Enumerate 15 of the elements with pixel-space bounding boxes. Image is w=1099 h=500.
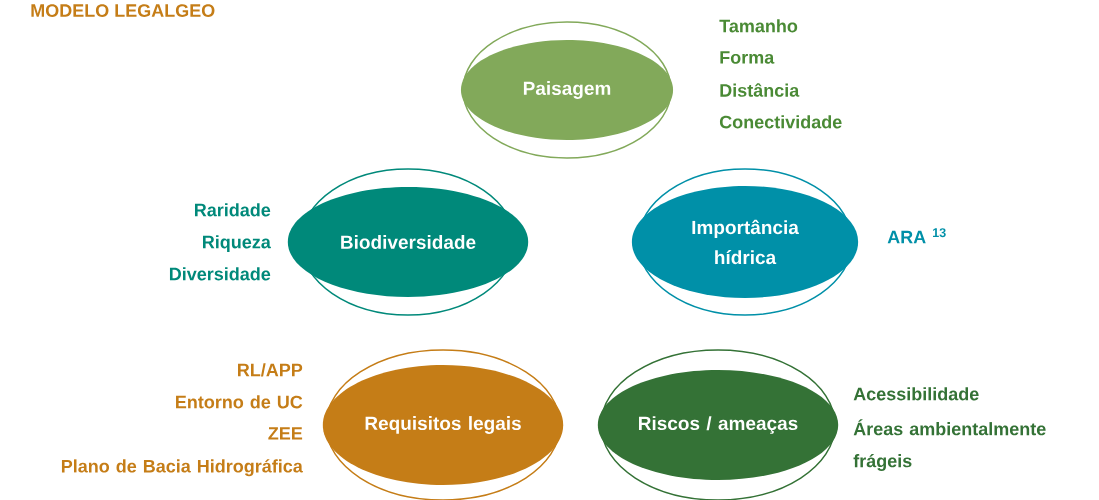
- side-label: Plano de Bacia Hidrográfica: [61, 459, 303, 477]
- side-label: Diversidade: [169, 267, 271, 281]
- side-label: Forma: [720, 51, 775, 64]
- side-label: Áreas ambientalmente frágeis: [853, 419, 1046, 471]
- title: MODELO LEGALGEO: [31, 4, 215, 17]
- side-label: Raridade: [195, 203, 271, 217]
- side-label: Distância: [720, 83, 800, 97]
- side-label: ARA $^{13}$: [887, 228, 946, 244]
- side-label: ZEE: [268, 427, 303, 440]
- side-label: Conectividade: [719, 115, 842, 129]
- side-label: Tamanho: [719, 19, 798, 33]
- side-label: Entorno de UC: [176, 395, 303, 409]
- side-label: Acessibilidade: [853, 387, 979, 401]
- side-label: RL/APP: [238, 363, 303, 377]
- side-label: Riqueza: [203, 235, 271, 252]
